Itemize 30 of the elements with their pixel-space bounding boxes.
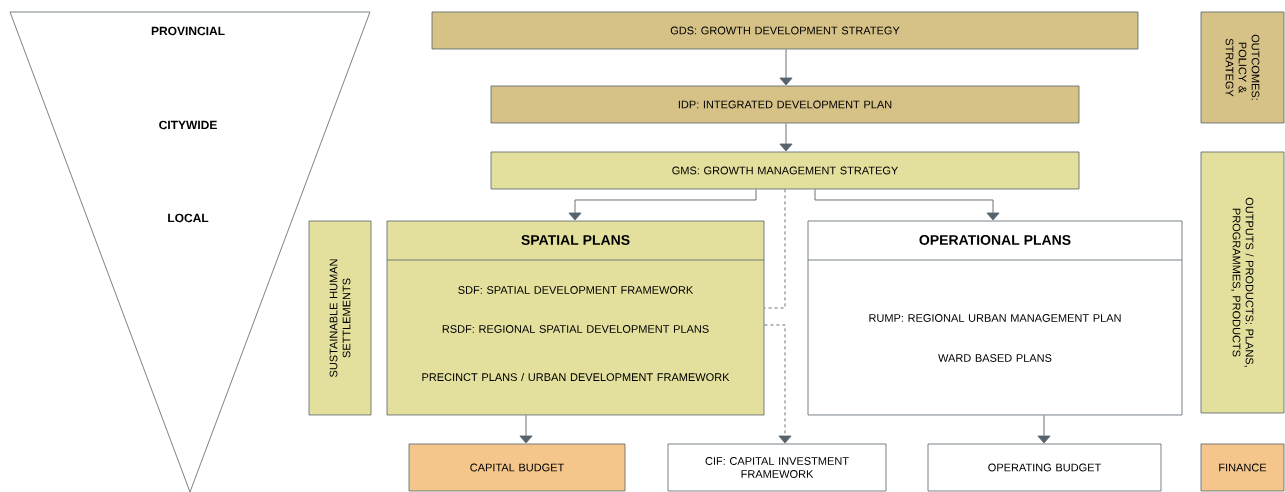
- panel-heading: OPERATIONAL PLANS: [919, 235, 1071, 245]
- level-label: PROVINCIAL: [151, 26, 225, 36]
- arrow: [1037, 414, 1051, 444]
- arrow: [519, 414, 533, 444]
- side-box: OUTCOMES: POLICY & STRATEGY: [1200, 11, 1285, 124]
- budget-box: OPERATING BUDGET: [927, 443, 1162, 492]
- arrow: [779, 122, 793, 152]
- plan-item: WARD BASED PLANS: [938, 354, 1052, 362]
- plan-item: RSDF: REGIONAL SPATIAL DEVELOPMENT PLANS: [442, 325, 709, 333]
- side-box: OUTPUTS / PRODUCTS: PLANS, PROGRAMMES, PRODUCTS: [1200, 151, 1285, 414]
- plan-item: SDF: SPATIAL DEVELOPMENT FRAMEWORK: [458, 286, 694, 294]
- arrow: [568, 188, 757, 221]
- arrow: [763, 324, 792, 444]
- level-label: CITYWIDE: [159, 120, 217, 130]
- plan-item: PRECINCT PLANS / URBAN DEVELOPMENT FRAMEWORK: [422, 372, 730, 382]
- strategy-box: GDS: GROWTH DEVELOPMENT STRATEGY: [431, 11, 1139, 50]
- panel-heading: SPATIAL PLANS: [521, 235, 630, 245]
- side-box: FINANCE: [1200, 443, 1285, 492]
- level-label: LOCAL: [168, 213, 209, 223]
- framework-box: CIF: CAPITAL INVESTMENT FRAMEWORK: [667, 443, 887, 492]
- plans-panel: [386, 220, 765, 416]
- plans-panel: [807, 220, 1183, 416]
- arrow: [779, 48, 793, 86]
- level-triangle: [9, 11, 371, 492]
- plan-box: IDP: INTEGRATED DEVELOPMENT PLAN: [490, 85, 1080, 124]
- arrow: [814, 188, 1000, 221]
- side-box: SUSTAINABLE HUMAN SETTLEMENTS: [308, 220, 372, 416]
- strategy-box: GMS: GROWTH MANAGEMENT STRATEGY: [490, 151, 1080, 190]
- plan-item: RUMP: REGIONAL URBAN MANAGEMENT PLAN: [869, 314, 1121, 322]
- budget-box: CAPITAL BUDGET: [408, 443, 626, 492]
